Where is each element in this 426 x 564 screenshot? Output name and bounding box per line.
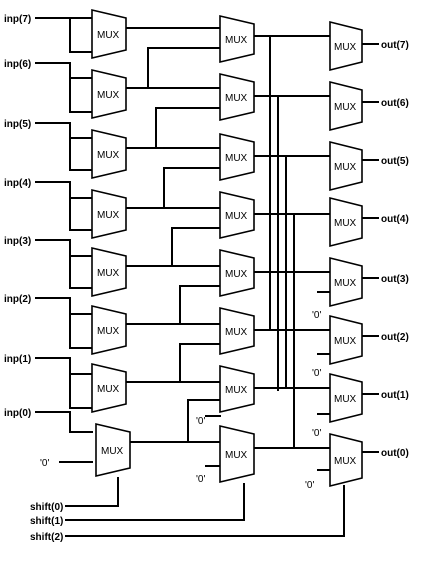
- svg-text:MUX: MUX: [225, 269, 248, 280]
- mux-block: MUX: [219, 72, 255, 122]
- mux-block: MUX: [219, 190, 255, 240]
- mux-stage-3: MUX MUX MUX MUX MUX MUX MUX MUX: [329, 20, 363, 488]
- output-label: out(2): [381, 332, 409, 343]
- mux-block: MUX: [329, 432, 363, 488]
- svg-text:MUX: MUX: [97, 268, 120, 279]
- shift-label: shift(1): [30, 516, 63, 527]
- input-label: inp(2): [4, 294, 31, 305]
- mux-block: MUX: [219, 306, 255, 356]
- zero-label: '0': [40, 458, 49, 469]
- input-label: inp(4): [4, 178, 31, 189]
- svg-text:MUX: MUX: [334, 162, 357, 173]
- output-wires: [361, 43, 379, 453]
- mux-block: MUX: [91, 128, 127, 180]
- svg-text:MUX: MUX: [334, 394, 357, 405]
- input-label: inp(3): [4, 236, 31, 247]
- mux-block: MUX: [219, 14, 255, 64]
- input-label: inp(1): [4, 354, 31, 365]
- svg-text:MUX: MUX: [334, 218, 357, 229]
- output-label: out(4): [381, 214, 409, 225]
- svg-text:MUX: MUX: [225, 327, 248, 338]
- output-labels: out(7) out(6) out(5) out(4) out(3) out(2…: [381, 40, 409, 459]
- mux-block: MUX: [95, 422, 131, 478]
- stage1-input-wires: [35, 17, 93, 463]
- zero-label: '0': [305, 480, 314, 491]
- svg-text:MUX: MUX: [225, 211, 248, 222]
- svg-text:MUX: MUX: [97, 384, 120, 395]
- mux-stage-1: MUX MUX MUX MUX MUX MUX MUX MUX: [91, 8, 131, 478]
- mux-block: MUX: [91, 188, 127, 240]
- input-labels: inp(7) inp(6) inp(5) inp(4) inp(3) inp(2…: [4, 14, 31, 419]
- mux-block: MUX: [329, 80, 363, 132]
- svg-text:MUX: MUX: [225, 450, 248, 461]
- zero-label: '0': [312, 310, 321, 321]
- input-label: inp(6): [4, 59, 31, 70]
- mux-stage-2: MUX MUX MUX MUX MUX MUX MUX MUX: [219, 14, 255, 484]
- output-label: out(3): [381, 274, 409, 285]
- svg-text:MUX: MUX: [225, 35, 248, 46]
- svg-text:MUX: MUX: [334, 278, 357, 289]
- output-label: out(0): [381, 448, 409, 459]
- svg-text:MUX: MUX: [97, 30, 120, 41]
- select-wires: [65, 477, 345, 537]
- input-label: inp(7): [4, 14, 31, 25]
- zero-label: '0': [196, 416, 205, 427]
- svg-text:MUX: MUX: [334, 102, 357, 113]
- output-label: out(5): [381, 156, 409, 167]
- mux-block: MUX: [329, 140, 363, 192]
- shift-labels: shift(0) shift(1) shift(2): [30, 502, 63, 543]
- shift-label: shift(2): [30, 532, 63, 543]
- svg-text:MUX: MUX: [334, 336, 357, 347]
- input-label: inp(0): [4, 408, 31, 419]
- mux-block: MUX: [219, 364, 255, 414]
- zero-label: '0': [312, 428, 321, 439]
- output-label: out(6): [381, 98, 409, 109]
- svg-text:MUX: MUX: [334, 42, 357, 53]
- mux-block: MUX: [91, 362, 127, 414]
- mux-block: MUX: [329, 196, 363, 248]
- mux-block: MUX: [91, 304, 127, 356]
- shift-label: shift(0): [30, 502, 63, 513]
- svg-text:MUX: MUX: [97, 326, 120, 337]
- mux-block: MUX: [329, 20, 363, 72]
- zero-label: '0': [312, 368, 321, 379]
- zero-label: '0': [196, 474, 205, 485]
- mux-block: MUX: [219, 248, 255, 298]
- input-label: inp(5): [4, 119, 31, 130]
- constant-zero-labels: '0' '0' '0' '0' '0' '0' '0': [40, 310, 321, 491]
- output-label: out(7): [381, 40, 409, 51]
- svg-text:MUX: MUX: [225, 385, 248, 396]
- mux-block: MUX: [219, 424, 255, 484]
- stage2-to-stage3-wires: [253, 35, 331, 471]
- output-label: out(1): [381, 390, 409, 401]
- mux-block: MUX: [91, 8, 127, 60]
- mux-block: MUX: [219, 132, 255, 182]
- svg-text:MUX: MUX: [225, 93, 248, 104]
- svg-text:MUX: MUX: [97, 210, 120, 221]
- svg-text:MUX: MUX: [97, 150, 120, 161]
- stage1-to-stage2-wires: [125, 27, 221, 467]
- mux-block: MUX: [329, 314, 363, 366]
- mux-block: MUX: [329, 256, 363, 308]
- svg-text:MUX: MUX: [101, 446, 124, 457]
- svg-text:MUX: MUX: [97, 90, 120, 101]
- svg-text:MUX: MUX: [334, 456, 357, 467]
- svg-text:MUX: MUX: [225, 153, 248, 164]
- mux-block: MUX: [91, 68, 127, 120]
- mux-block: MUX: [329, 372, 363, 424]
- mux-block: MUX: [91, 246, 127, 298]
